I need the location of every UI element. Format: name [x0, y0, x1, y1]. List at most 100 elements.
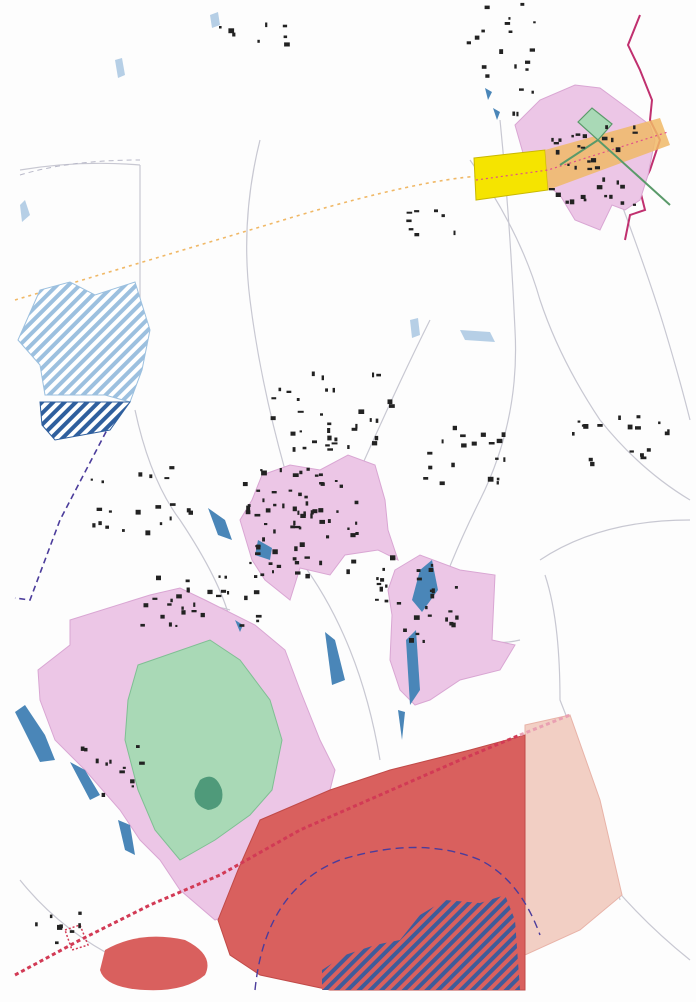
building-footprint: [260, 469, 263, 472]
building-footprint: [376, 373, 381, 377]
park-northeast[interactable]: [577, 107, 613, 141]
building-footprint: [597, 424, 603, 427]
building-footprint: [191, 610, 197, 613]
building-footprint: [471, 441, 477, 446]
building-footprint: [216, 594, 222, 598]
building-footprint: [514, 64, 517, 69]
building-footprint: [312, 509, 318, 514]
building-footprint: [466, 41, 471, 45]
building-footprint: [246, 505, 251, 511]
building-footprint: [295, 571, 301, 575]
building-footprint: [583, 198, 587, 202]
building-footprint: [376, 582, 382, 586]
building-footprint: [101, 792, 106, 797]
building-footprint: [253, 590, 260, 595]
settlement-central[interactable]: [239, 454, 399, 601]
building-footprint: [314, 474, 319, 477]
building-footprint: [358, 409, 365, 414]
building-footprint: [152, 597, 158, 600]
building-footprint: [609, 194, 613, 199]
building-footprint: [332, 387, 335, 393]
building-footprint: [611, 137, 614, 143]
building-footprint: [658, 421, 661, 425]
building-footprint: [296, 398, 300, 401]
building-footprint: [531, 90, 534, 94]
building-footprint: [320, 413, 323, 416]
building-footprint: [326, 535, 330, 539]
building-footprint: [262, 498, 265, 503]
building-footprint: [261, 470, 267, 476]
building-footprint: [186, 508, 191, 513]
building-footprint: [69, 930, 75, 933]
building-footprint: [186, 587, 190, 593]
building-footprint: [279, 468, 282, 473]
building-footprint: [640, 456, 647, 460]
building-footprint: [122, 766, 126, 769]
building-footprint: [389, 404, 395, 408]
building-footprint: [292, 473, 299, 477]
corridor-orange[interactable]: [545, 118, 670, 190]
building-footprint: [286, 390, 292, 393]
park-southwest[interactable]: [124, 639, 283, 861]
hazard-hatched-area[interactable]: [322, 895, 520, 990]
building-footprint: [415, 632, 420, 636]
building-footprint: [219, 26, 222, 29]
building-footprint: [347, 445, 350, 449]
building-footprint: [354, 500, 359, 505]
building-footprint: [512, 111, 516, 116]
protected-zone-dark-hatch[interactable]: [39, 401, 131, 441]
building-footprint: [590, 158, 597, 163]
building-footprint: [334, 480, 338, 482]
park-pond[interactable]: [194, 776, 223, 810]
building-footprint: [331, 442, 338, 445]
building-footprint: [355, 532, 359, 535]
building-footprint: [143, 603, 149, 608]
building-footprint: [372, 372, 375, 378]
building-footprint: [305, 501, 309, 506]
building-footprint: [256, 619, 260, 623]
restricted-boundary-line[interactable]: [14, 733, 521, 977]
building-footprint: [311, 371, 315, 377]
building-footprint: [220, 589, 227, 593]
building-footprint: [590, 461, 595, 467]
building-footprint: [602, 177, 606, 182]
building-footprint: [451, 622, 456, 628]
building-footprint: [292, 506, 297, 512]
building-footprint: [413, 615, 420, 620]
building-footprint: [273, 503, 277, 507]
building-footprint: [385, 584, 388, 588]
building-footprint: [519, 88, 524, 91]
building-footprint: [181, 610, 186, 615]
protected-zone-light-hatch[interactable]: [17, 281, 151, 403]
building-footprint: [627, 424, 633, 430]
building-footprint: [379, 586, 383, 592]
building-footprint: [601, 136, 608, 141]
building-footprint: [484, 5, 490, 10]
building-footprint: [580, 194, 586, 199]
district-boundary-west[interactable]: [14, 404, 121, 601]
building-footprint: [268, 562, 273, 565]
building-footprint: [292, 557, 297, 561]
building-footprint: [272, 549, 278, 555]
hazard-zone-west[interactable]: [100, 936, 208, 991]
building-footprint: [49, 914, 53, 919]
building-footprint: [452, 425, 457, 431]
building-footprint: [558, 138, 562, 142]
building-footprint: [90, 478, 93, 481]
building-footprint: [431, 588, 435, 594]
building-footprint: [139, 761, 145, 765]
building-footprint: [245, 510, 251, 515]
radius-circle: [254, 846, 541, 991]
building-footprint: [481, 65, 487, 69]
building-footprint: [384, 599, 389, 603]
building-footprint: [448, 610, 453, 613]
building-footprint: [260, 573, 265, 577]
building-footprint: [577, 420, 581, 423]
building-footprint: [283, 35, 288, 39]
building-footprint: [499, 49, 504, 54]
building-footprint: [508, 30, 513, 33]
building-footprint: [304, 556, 310, 559]
building-footprint: [181, 606, 184, 610]
